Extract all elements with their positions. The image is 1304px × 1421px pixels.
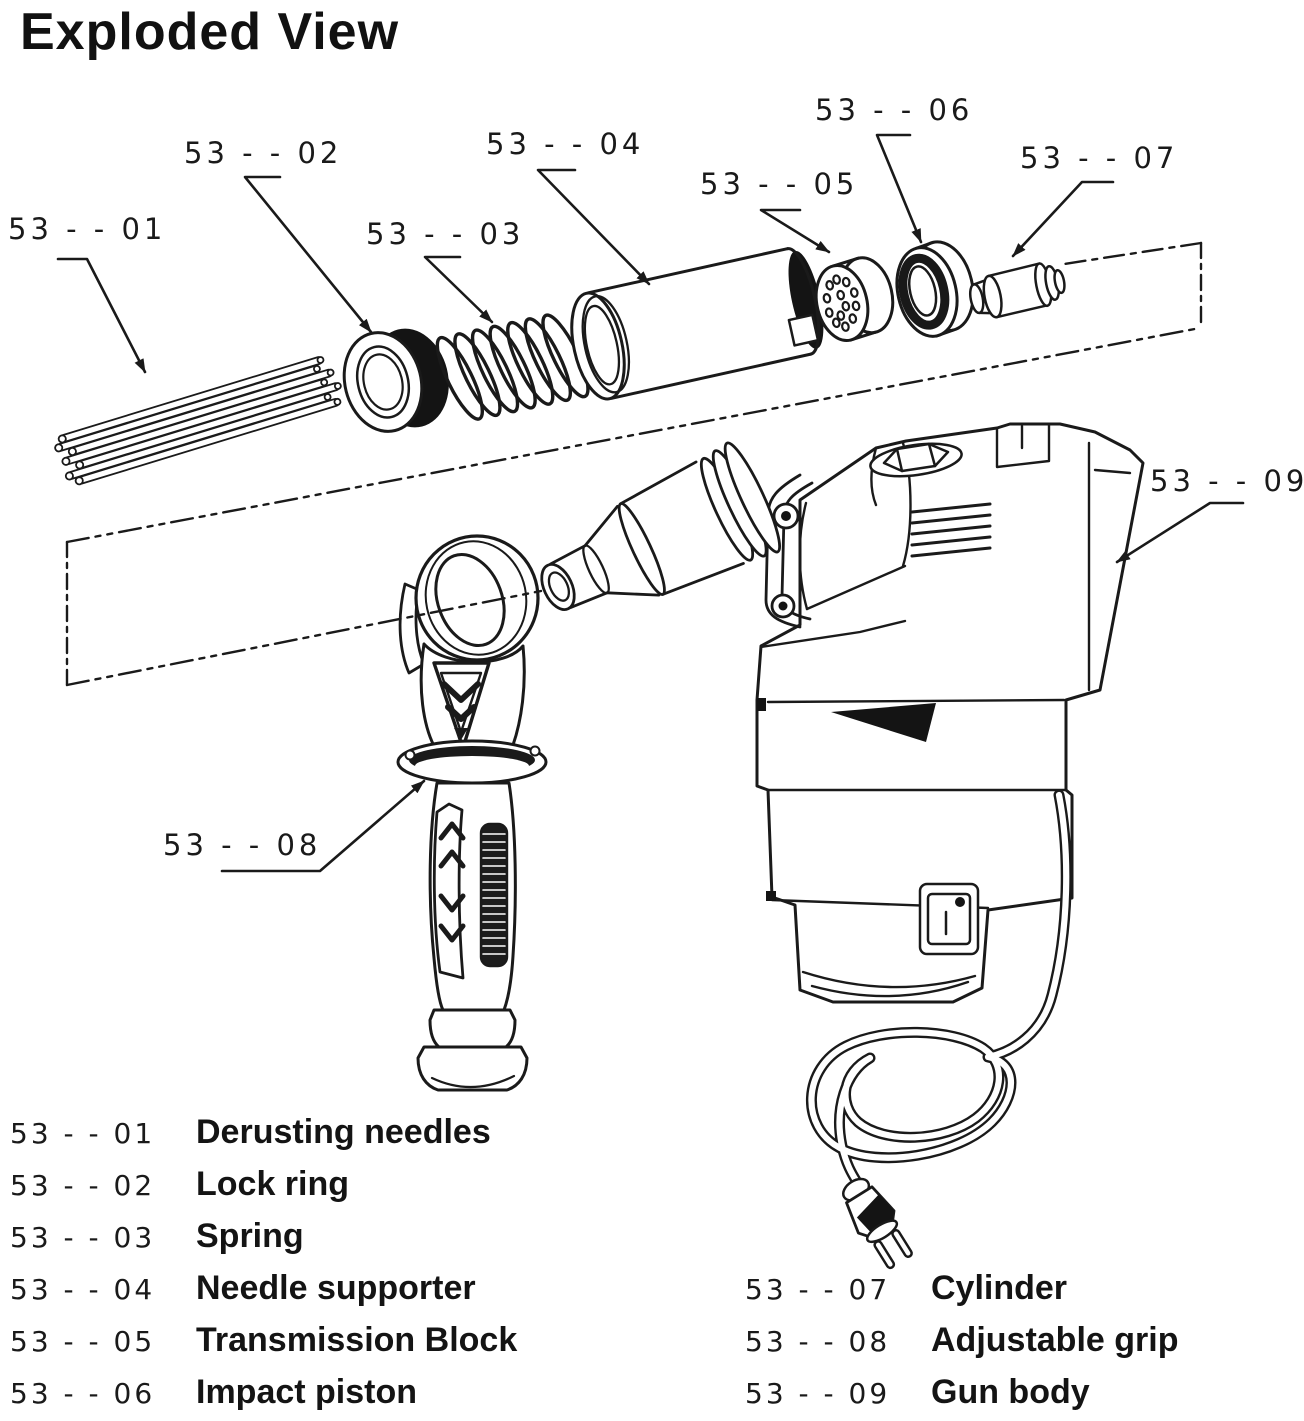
part-label-53-01: 53 - - 01 — [8, 212, 167, 246]
part-label-53-06: 53 - - 06 — [815, 93, 974, 127]
legend-row: 53 - - 03 Spring — [10, 1217, 304, 1256]
knurl-strip — [479, 822, 509, 968]
page-title: Exploded View — [20, 3, 400, 61]
legend-code: 53 - - 09 — [745, 1377, 891, 1410]
legend-code: 53 - - 04 — [10, 1273, 156, 1306]
legend-code: 53 - - 07 — [745, 1273, 891, 1306]
power-plug — [842, 1177, 913, 1270]
legend-code: 53 - - 03 — [10, 1221, 156, 1254]
lock-ring-drawing — [342, 328, 449, 433]
legend-row: 53 - - 09 Gun body — [745, 1373, 1090, 1412]
impact-piston-drawing — [895, 240, 975, 338]
centerline-axis-lower — [65, 589, 543, 687]
nose-cone — [540, 441, 782, 611]
spring-drawing — [435, 313, 590, 421]
leader-lines — [56, 133, 1245, 873]
legend-name: Spring — [196, 1217, 304, 1255]
derusting-needles-drawing — [54, 356, 342, 486]
legend-row: 53 - - 07 Cylinder — [745, 1269, 1067, 1308]
part-label-53-03: 53 - - 03 — [366, 217, 525, 251]
hex-cap — [869, 442, 963, 478]
legend-row: 53 - - 01 Derusting needles — [10, 1113, 491, 1152]
legend-code: 53 - - 05 — [10, 1325, 156, 1358]
cylinder-drawing — [968, 262, 1066, 319]
gun-body-drawing — [540, 422, 1145, 1270]
centerline-axis — [65, 241, 1203, 687]
legend-row: 53 - - 02 Lock ring — [10, 1165, 349, 1204]
part-label-53-09: 53 - - 09 — [1150, 464, 1304, 498]
legend-name: Transmission Block — [196, 1321, 518, 1359]
legend-name: Impact piston — [196, 1373, 418, 1411]
legend-name: Gun body — [931, 1373, 1090, 1411]
fork-chevrons — [441, 681, 481, 722]
legend-name: Lock ring — [196, 1165, 350, 1203]
part-label-53-05: 53 - - 05 — [700, 167, 859, 201]
part-label-53-02: 53 - - 02 — [184, 136, 343, 170]
part-label-53-07: 53 - - 07 — [1020, 141, 1179, 175]
legend-row: 53 - - 04 Needle supporter — [10, 1269, 476, 1308]
clamp-yoke — [764, 473, 814, 629]
vent-ribs — [910, 502, 992, 558]
legend-name: Derusting needles — [196, 1113, 491, 1151]
adjustable-grip-drawing — [396, 534, 548, 1092]
legend-code: 53 - - 01 — [10, 1117, 156, 1150]
legend-row: 53 - - 06 Impact piston — [10, 1373, 417, 1412]
needle-supporter-drawing — [570, 247, 824, 401]
power-cord — [805, 789, 1072, 1270]
legend-row: 53 - - 05 Transmission Block — [10, 1321, 517, 1360]
handle-chevrons — [438, 821, 466, 943]
transmission-block-drawing — [814, 256, 895, 342]
part-label-53-08: 53 - - 08 — [163, 828, 322, 862]
legend-name: Cylinder — [931, 1269, 1068, 1307]
switch — [918, 882, 980, 956]
legend-code: 53 - - 02 — [10, 1169, 156, 1202]
part-label-53-04: 53 - - 04 — [486, 127, 645, 161]
legend-name: Adjustable grip — [931, 1321, 1179, 1359]
legend-name: Needle supporter — [196, 1269, 476, 1307]
legend-row: 53 - - 08 Adjustable grip — [745, 1321, 1178, 1360]
legend-code: 53 - - 08 — [745, 1325, 891, 1358]
legend-code: 53 - - 06 — [10, 1377, 156, 1410]
